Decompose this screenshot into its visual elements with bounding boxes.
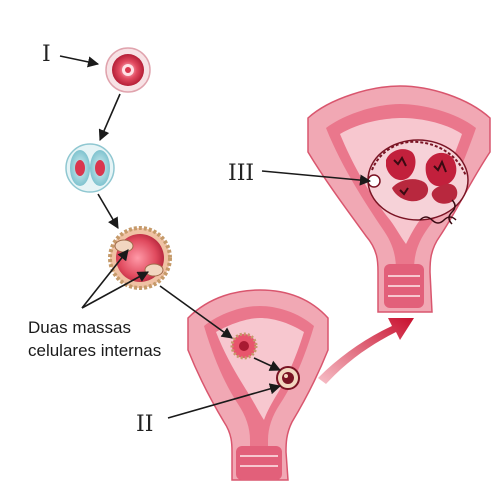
lower-uterus [188,290,328,480]
label-stage-three: III [228,161,254,186]
label-inner-masses-line2: celulares internas [28,341,161,360]
implanting-blastocyst [277,367,299,389]
big-red-arrow [318,318,414,384]
label-stage-one: I [42,42,51,67]
label-inner-masses-line1: Duas massas [28,318,131,337]
zygote [106,48,150,92]
upper-uterus [308,86,490,312]
blastocyst [110,228,170,288]
label-stage-two: II [136,412,153,437]
two-cell-embryo [66,144,114,192]
blastocyst-in-uterus [232,334,256,358]
